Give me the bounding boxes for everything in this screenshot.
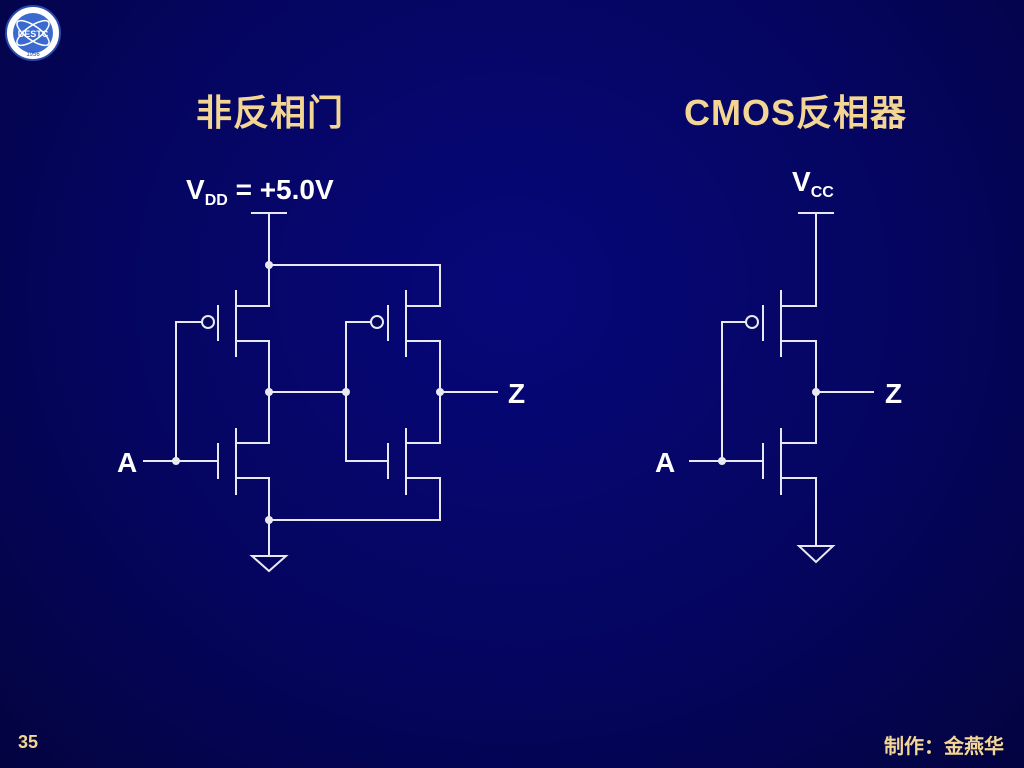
- left-output-label: Z: [508, 378, 526, 409]
- left-nmos-2: [387, 428, 441, 495]
- title-non-inverting-gate: 非反相门: [196, 92, 345, 133]
- right-nmos: [762, 428, 817, 495]
- author-credit: 制作：金燕华: [884, 736, 1004, 758]
- left-non-inverting-circuit: [143, 212, 498, 573]
- right-input-label: A: [655, 447, 676, 478]
- left-pmos-2: [370, 290, 441, 357]
- right-output-label: Z: [885, 378, 903, 409]
- left-nmos-1: [217, 428, 270, 495]
- left-input-label: A: [117, 447, 138, 478]
- svg-text:1956: 1956: [26, 52, 40, 58]
- right-ground: [796, 545, 836, 564]
- svg-text:UESTC: UESTC: [18, 29, 49, 39]
- right-vcc-label: VCC: [792, 166, 834, 201]
- left-vdd-label: VDD = +5.0V: [186, 174, 334, 209]
- left-pmos-1: [201, 290, 270, 357]
- left-ground: [249, 555, 289, 573]
- title-cmos-inverter: CMOS反相器: [684, 92, 908, 133]
- right-cmos-inverter-circuit: [689, 212, 874, 564]
- slide-number: 35: [18, 732, 39, 752]
- right-pmos: [745, 290, 817, 357]
- university-logo: UESTC 1956: [5, 5, 61, 61]
